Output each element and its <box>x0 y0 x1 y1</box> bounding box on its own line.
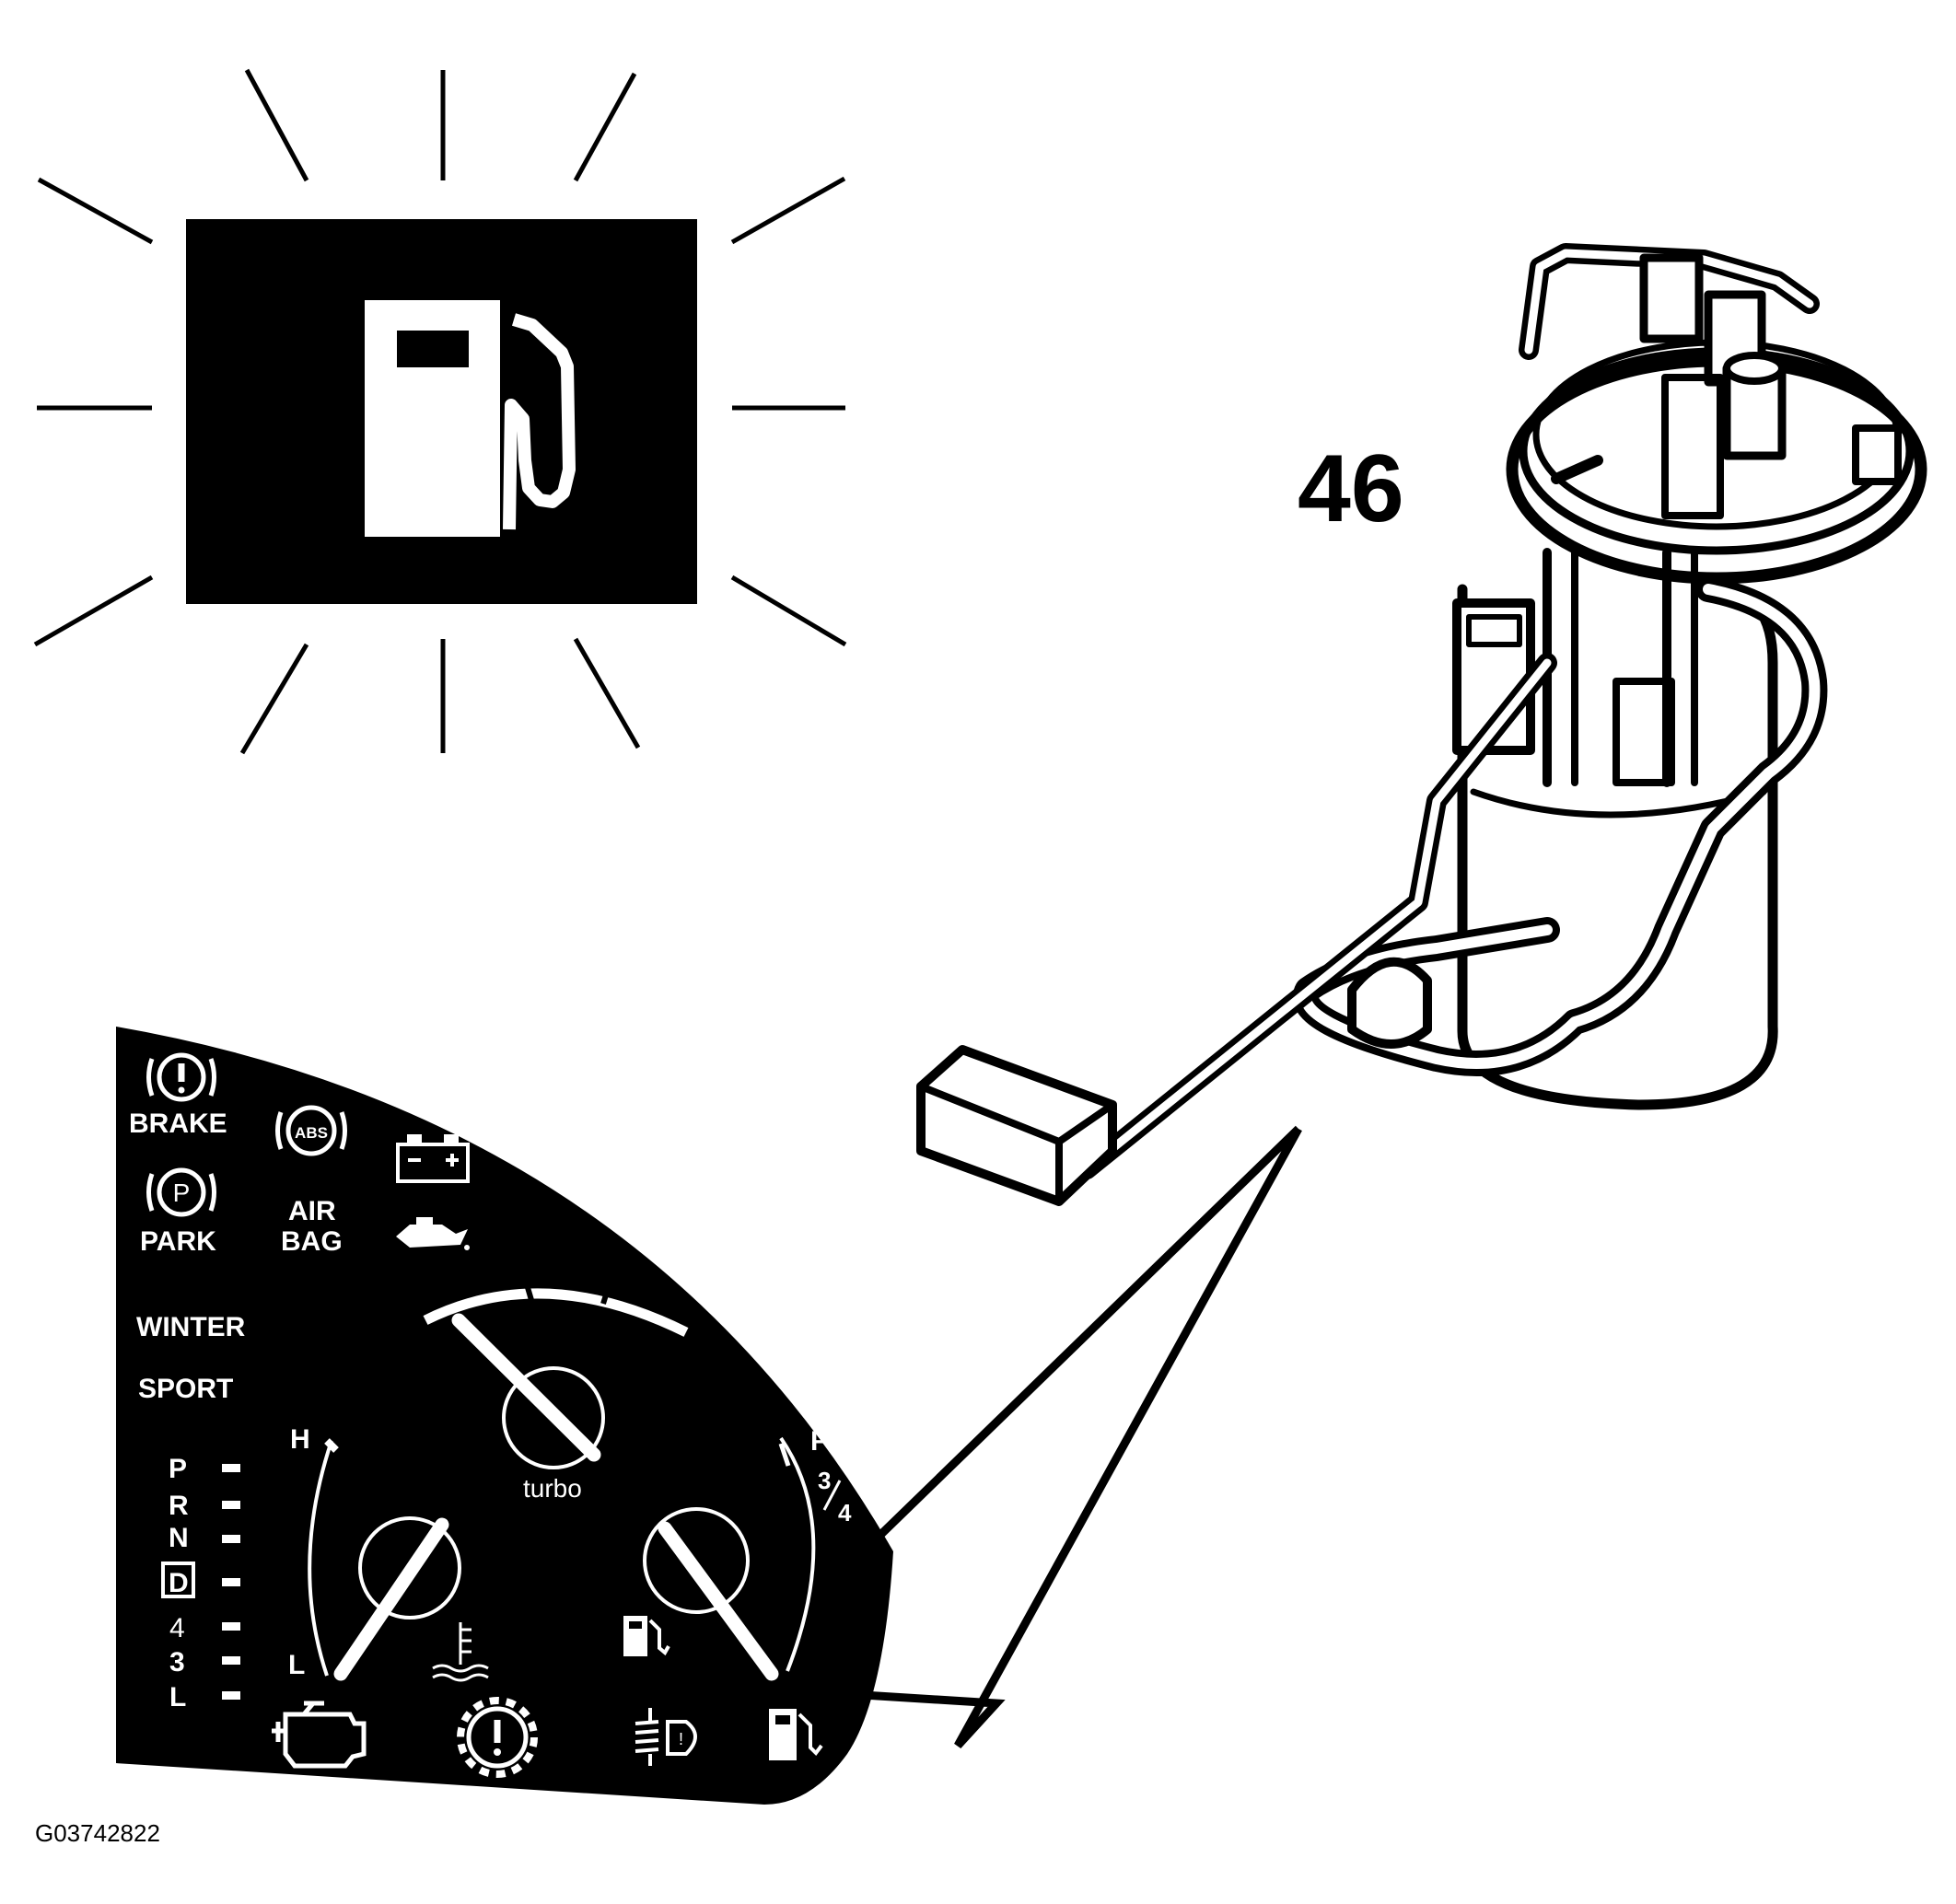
airbag-label-line1: AIR <box>288 1196 336 1226</box>
temp-low-label: L <box>288 1650 305 1680</box>
fuel-pump-icon <box>365 300 576 537</box>
low-fuel-warning-lamp <box>33 68 847 755</box>
abs-icon: ABS <box>275 1105 347 1156</box>
gear-p: P <box>169 1454 187 1484</box>
temp-needle <box>333 1517 449 1681</box>
park-brake-icon: P <box>146 1167 216 1217</box>
check-engine-icon <box>272 1701 367 1769</box>
brake-label: BRAKE <box>129 1109 227 1139</box>
gear-r: R <box>169 1491 189 1521</box>
oil-pressure-icon <box>396 1217 470 1250</box>
gear-l: L <box>169 1682 186 1712</box>
park-label: PARK <box>140 1226 216 1257</box>
flash-rays <box>33 68 847 755</box>
powertrain-warning-icon <box>457 1697 538 1778</box>
winter-mode-label: WINTER <box>136 1312 246 1342</box>
battery-icon <box>396 1134 470 1183</box>
headlamp-leveling-icon: ! <box>635 1708 697 1766</box>
fuel-gauge: F 3 4 <box>623 1426 852 1681</box>
gear-indicator: P R N D 4 3 L <box>161 1454 240 1712</box>
turbo-needle <box>451 1313 601 1462</box>
gear-d: D <box>169 1568 189 1598</box>
gear-4: 4 <box>169 1613 185 1643</box>
airbag-label-line2: BAG <box>281 1226 343 1257</box>
sport-mode-label: SPORT <box>138 1374 233 1404</box>
coolant-temperature-gauge: H L <box>288 1424 489 1682</box>
gear-3: 3 <box>169 1647 185 1678</box>
figure-id: G03742822 <box>35 1819 160 1847</box>
abs-icon-label: ABS <box>295 1124 328 1142</box>
fuel-three-quarter-den: 4 <box>838 1499 852 1527</box>
fuel-gauge-pump-icon <box>623 1616 670 1656</box>
turbo-gauge: turbo <box>423 1283 689 1503</box>
selected-gear-box <box>161 1562 195 1598</box>
brake-icon <box>146 1052 216 1102</box>
svg-text:!: ! <box>679 1730 683 1748</box>
turbo-label: turbo <box>523 1474 582 1503</box>
gear-n: N <box>169 1523 189 1553</box>
instrument-cluster: BRAKE P PARK ABS AIR BAG WINTER <box>116 1027 893 1805</box>
fuel-needle <box>658 1521 779 1681</box>
low-fuel-icon <box>769 1709 823 1760</box>
fuel-three-quarter-num: 3 <box>818 1467 831 1494</box>
callout-number: 46 <box>1298 435 1404 542</box>
fuel-pump-module-drawing <box>916 243 1927 1206</box>
coolant-temp-icon <box>432 1622 489 1682</box>
fuel-full-label: F <box>810 1426 827 1457</box>
svg-text:P: P <box>173 1178 191 1207</box>
temp-hot-label: H <box>290 1424 310 1455</box>
